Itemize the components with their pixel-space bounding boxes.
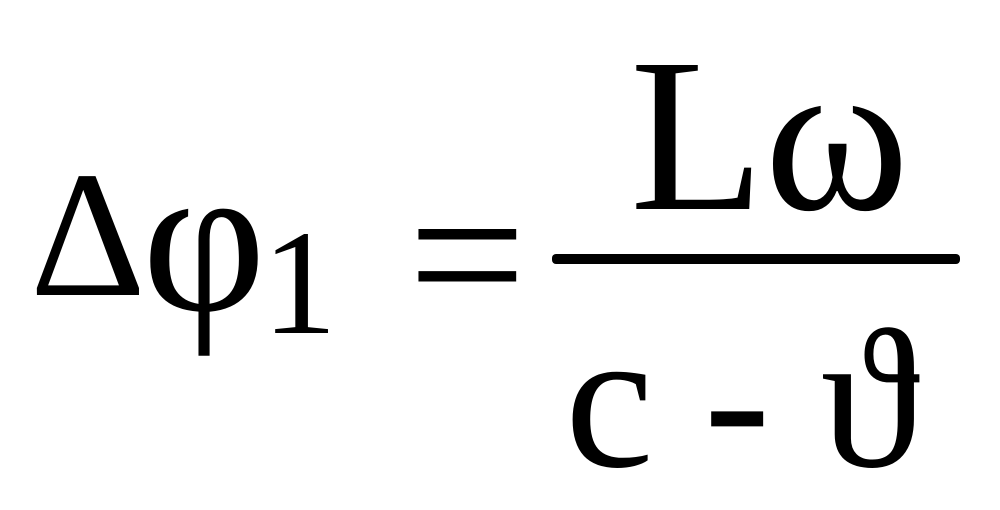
fraction-numerator: Lω <box>630 13 910 257</box>
phi-symbol: φ <box>142 118 267 357</box>
fraction-denominator: c - ϑ <box>565 289 920 510</box>
delta-symbol: Δ <box>30 135 146 334</box>
equals-sign: = <box>408 139 527 371</box>
fraction-bar <box>552 254 960 264</box>
subscript: 1 <box>262 200 337 366</box>
